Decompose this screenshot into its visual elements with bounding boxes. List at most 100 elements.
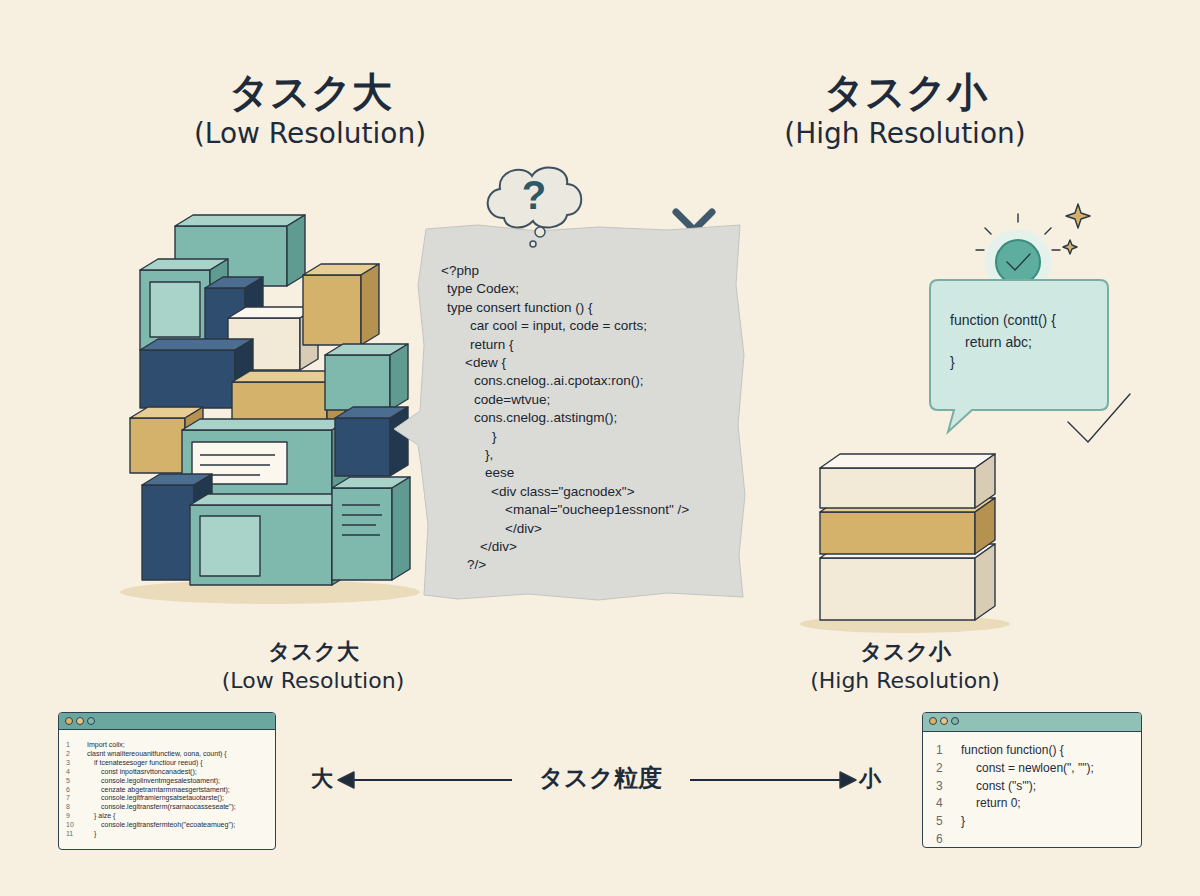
window-dot xyxy=(76,717,84,725)
stack-box xyxy=(190,505,332,585)
scale-arrow xyxy=(338,772,354,788)
line-number: 3 xyxy=(66,759,70,766)
stack-box xyxy=(325,344,408,410)
stack-box xyxy=(200,516,260,576)
line-number: 5 xyxy=(66,777,70,784)
code-line: console.legolinventmgesalestoament); xyxy=(101,777,220,784)
code-line: return 0; xyxy=(976,797,1021,811)
heading: タスク小 xyxy=(705,70,1105,114)
window-dot xyxy=(951,717,959,725)
window-header xyxy=(59,713,275,730)
code-line: type consert function () { xyxy=(447,300,593,316)
code-line: Import coilx; xyxy=(87,741,125,748)
code-line: } aize { xyxy=(94,812,115,819)
line-number: 4 xyxy=(66,768,70,775)
window-dot xyxy=(929,717,937,725)
node-outline xyxy=(394,225,745,600)
subheading: (High Resolution) xyxy=(705,119,1105,150)
window-dot xyxy=(87,717,95,725)
subheading: (Low Resolution) xyxy=(110,119,510,150)
stack-box xyxy=(200,455,275,475)
stack-box xyxy=(820,544,995,620)
stack-box xyxy=(820,558,975,620)
stack-box xyxy=(390,344,408,410)
scale-end: 大 xyxy=(122,767,522,791)
stack-box xyxy=(182,419,350,430)
code-line: clasnt wnaiitereouanitfunctiew, oona, co… xyxy=(87,750,227,757)
code-line: const = newloen(", ""); xyxy=(976,762,1094,776)
code-line: return { xyxy=(470,337,514,353)
code-line: cons.cnelog..atstingm(); xyxy=(474,410,617,426)
stack-box xyxy=(975,544,995,620)
line-number: 1 xyxy=(66,741,70,748)
stack-box xyxy=(820,454,995,508)
code-line: const ("s'"); xyxy=(976,780,1036,794)
code-window: 1 function function() { 2 const = newloen("… xyxy=(922,712,1142,848)
thought-cloud: ? xyxy=(478,160,590,238)
heading: タスク大 xyxy=(110,70,510,114)
code-line: function function() { xyxy=(961,744,1064,758)
stack-box xyxy=(142,485,194,580)
sparkle xyxy=(1063,240,1077,254)
stack-box xyxy=(130,418,185,473)
scale-arrow xyxy=(840,772,856,788)
line-number: 2 xyxy=(936,762,943,776)
line-number: 1 xyxy=(936,744,943,758)
code-line: <?php xyxy=(441,263,479,279)
success-badge xyxy=(996,240,1040,284)
stack-box xyxy=(335,418,390,476)
line-number: 11 xyxy=(66,830,73,837)
line-number: 9 xyxy=(66,812,70,819)
code-line: const inpottasrvttoncanadest(); xyxy=(101,768,197,775)
code-line: ?/> xyxy=(467,557,486,573)
code-line: return abc; xyxy=(965,334,1032,350)
node-outline xyxy=(530,241,536,247)
code-line: console.legitransfermteoh("ecoateamueg")… xyxy=(101,821,235,828)
stack-box xyxy=(303,275,361,345)
stack-box xyxy=(820,468,975,508)
window-header xyxy=(923,713,1141,732)
line-number: 6 xyxy=(66,786,70,793)
sparkle xyxy=(1066,204,1090,228)
code-line: console.legitframierngsatsetauotarste(); xyxy=(101,794,224,801)
stack-label: タスク大 xyxy=(113,640,513,664)
node-outline xyxy=(535,227,545,237)
stack-box xyxy=(392,477,410,580)
stack-box xyxy=(140,350,235,408)
stack-box xyxy=(303,264,379,345)
line-number: 5 xyxy=(936,815,943,829)
window-dot xyxy=(65,717,73,725)
code-line: console.legitransferm(rsarnaocasseseate"… xyxy=(101,803,236,810)
stack-sublabel: (Low Resolution) xyxy=(113,669,513,693)
line-number: 7 xyxy=(66,794,70,801)
code-line: cenzate abgetrarntarmmaesgertstament); xyxy=(101,786,230,793)
code-line: </div> xyxy=(480,539,517,555)
success-badge xyxy=(1007,254,1030,270)
stack-box xyxy=(342,505,382,535)
code-line: } xyxy=(492,429,497,445)
code-line: }, xyxy=(485,447,493,463)
scale-end: 小 xyxy=(670,767,1070,791)
code-line: } xyxy=(950,354,955,370)
speech-bubble: function (contt() {return abc;} xyxy=(930,280,1108,410)
node-outline xyxy=(930,280,1108,432)
stack-sublabel: (High Resolution) xyxy=(705,669,1105,693)
code-line: car cool = input, code = corts; xyxy=(470,318,647,334)
stack-box xyxy=(335,407,408,476)
code-paper: <?phptype Codex;type consert function ()… xyxy=(418,225,745,600)
window-dot xyxy=(940,717,948,725)
stack-box xyxy=(332,488,392,580)
code-line: if tcenatesesoger functiour reeud) { xyxy=(94,759,203,766)
code-line: <dew { xyxy=(465,355,506,371)
stack-box xyxy=(175,215,305,226)
code-line: <manal="oucheep1essnont" /> xyxy=(505,502,689,518)
line-number: 3 xyxy=(936,780,943,794)
code-line: eese xyxy=(485,465,514,481)
stack-label: タスク小 xyxy=(705,640,1105,664)
code-line: cons.cnelog..ai.cpotax:ron(); xyxy=(474,373,644,389)
scale-title: タスク粒度 xyxy=(400,765,800,791)
scale-arrow xyxy=(348,779,512,781)
question-mark: ? xyxy=(478,172,590,218)
stack-box xyxy=(190,494,350,505)
